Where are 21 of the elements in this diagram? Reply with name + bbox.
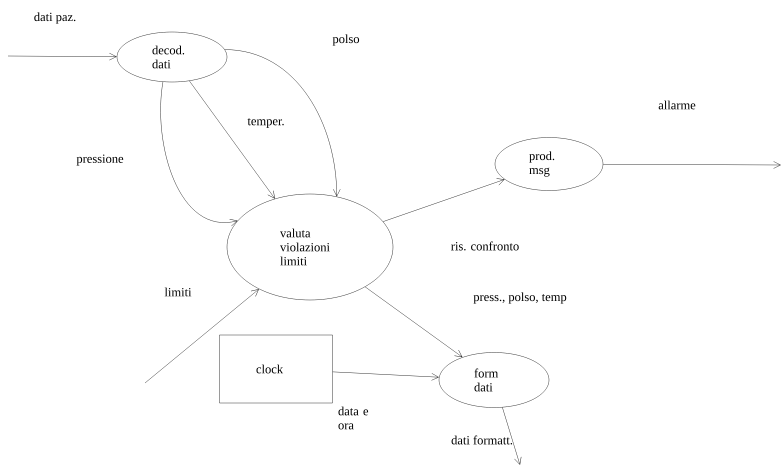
edge-label: ris. confronto — [451, 242, 519, 250]
terminator-box: clock — [219, 334, 333, 404]
edge-label: dati paz. — [34, 12, 76, 24]
arrow — [224, 49, 340, 196]
arrow — [364, 286, 462, 358]
arrow — [160, 82, 238, 226]
arrow — [382, 178, 504, 222]
arrow — [502, 407, 522, 465]
edge-label: pressione — [76, 154, 124, 166]
edge-label: polso — [332, 34, 360, 46]
edge-label: dati formatt. — [452, 436, 512, 444]
arrow — [144, 289, 259, 384]
arrow — [189, 80, 275, 199]
edge-label: limiti — [164, 288, 192, 296]
edge-label: data e ora — [338, 406, 368, 430]
edge-label: temper. — [248, 118, 284, 128]
arrow — [603, 161, 781, 169]
edge-label: press., polso, temp — [474, 292, 566, 304]
edge-label: allarme — [658, 100, 696, 110]
arrow — [332, 372, 439, 381]
arrow — [8, 52, 117, 60]
